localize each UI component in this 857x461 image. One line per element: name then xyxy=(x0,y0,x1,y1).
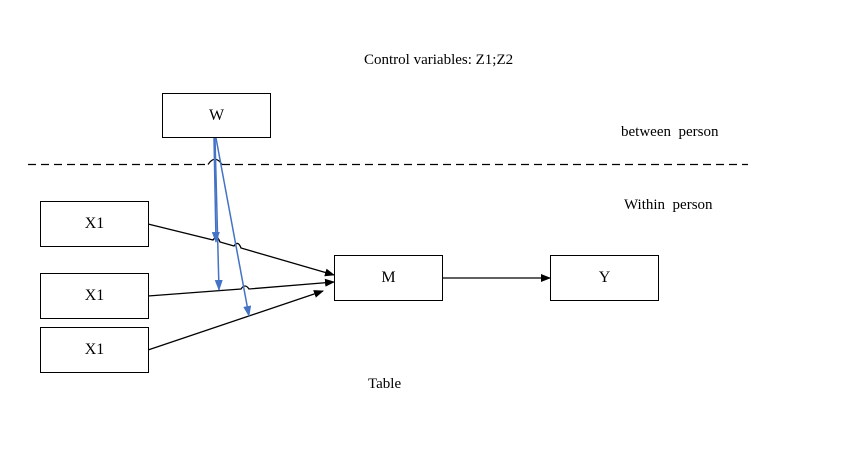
node-w-label: W xyxy=(208,106,225,124)
node-y-label: Y xyxy=(598,269,611,286)
edge-x1a-m xyxy=(147,223,335,277)
node-x1-b[interactable]: X1 xyxy=(40,273,149,319)
between-person-label: between person xyxy=(621,124,719,140)
node-y[interactable]: Y xyxy=(550,255,659,301)
node-m[interactable]: M xyxy=(334,255,443,301)
edge-w-x1c-m xyxy=(215,137,252,317)
edge-w-x1b-m xyxy=(214,137,223,291)
node-x1-c-label: X1 xyxy=(84,341,105,358)
edge-x1b-m xyxy=(147,278,335,297)
node-x1-b-label: X1 xyxy=(84,287,105,304)
node-x1-c[interactable]: X1 xyxy=(40,327,149,373)
control-variables-label: Control variables: Z1;Z2 xyxy=(364,52,514,68)
node-m-label: M xyxy=(381,269,396,286)
edge-x1c-m xyxy=(147,290,324,351)
node-w[interactable]: W xyxy=(162,93,271,138)
node-x1-a[interactable]: X1 xyxy=(40,201,149,247)
edge-w-x1a-m xyxy=(211,137,220,243)
caption-label: Table xyxy=(368,376,402,392)
within-person-label: Within person xyxy=(624,197,713,213)
node-x1-a-label: X1 xyxy=(84,215,105,232)
